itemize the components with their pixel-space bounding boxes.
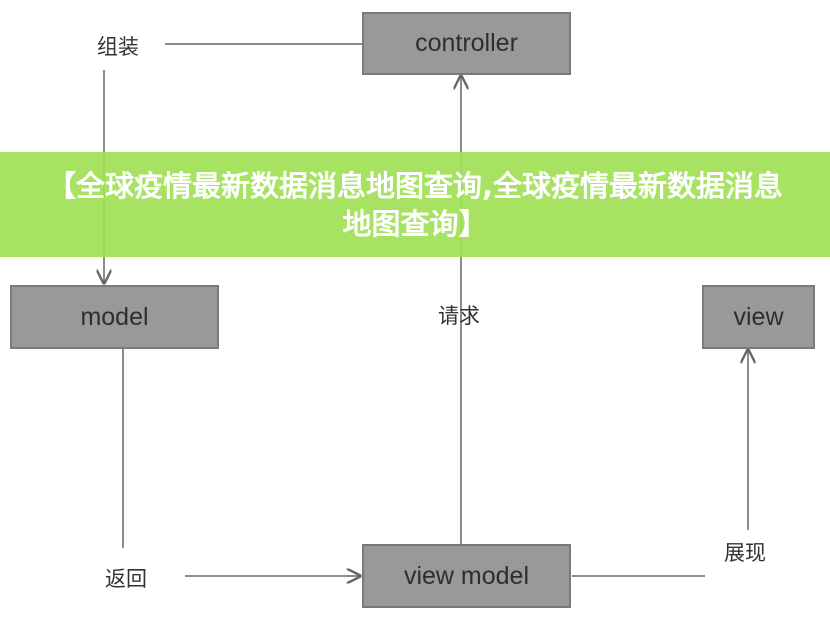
view-node: view <box>702 285 815 349</box>
assemble-label: 组装 <box>97 35 139 59</box>
model-node: model <box>10 285 219 349</box>
return-label: 返回 <box>105 567 147 591</box>
title-banner: 【全球疫情最新数据消息地图查询,全球疫情最新数据消息地图查询】 <box>0 152 830 257</box>
controller-node: controller <box>362 12 571 75</box>
banner-title: 【全球疫情最新数据消息地图查询,全球疫情最新数据消息地图查询】 <box>46 168 784 241</box>
view-model-node: view model <box>362 544 571 608</box>
present-label: 展现 <box>724 541 766 565</box>
request-label: 请求 <box>438 304 480 328</box>
